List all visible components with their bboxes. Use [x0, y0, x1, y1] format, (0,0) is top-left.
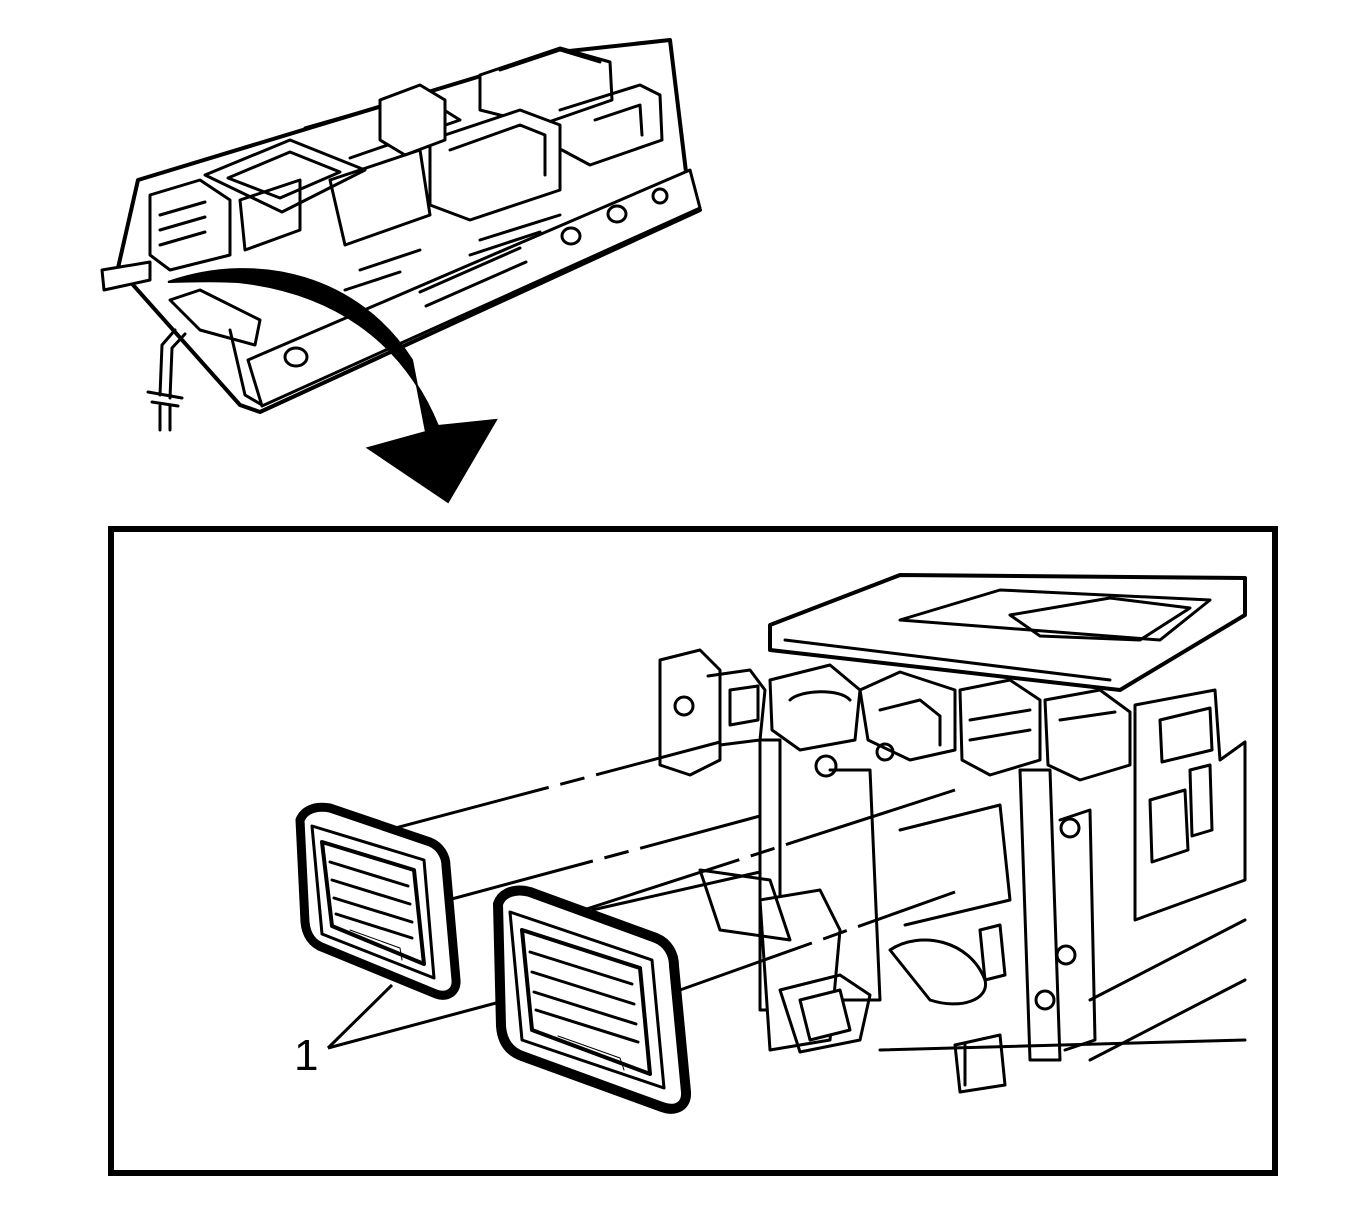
module-housing: [658, 573, 1247, 1094]
leader-line-front-bezel: [327, 1001, 497, 1050]
callout-1: 1: [294, 983, 497, 1080]
leader-line-rear-bezel: [326, 983, 394, 1050]
overview-assembly: [100, 38, 702, 432]
bezel-rear: [295, 802, 461, 1000]
curved-arrow: [167, 268, 498, 504]
bezel-front: [493, 885, 691, 1114]
alignment-lines: [364, 740, 956, 992]
callout-number: 1: [294, 1031, 318, 1080]
